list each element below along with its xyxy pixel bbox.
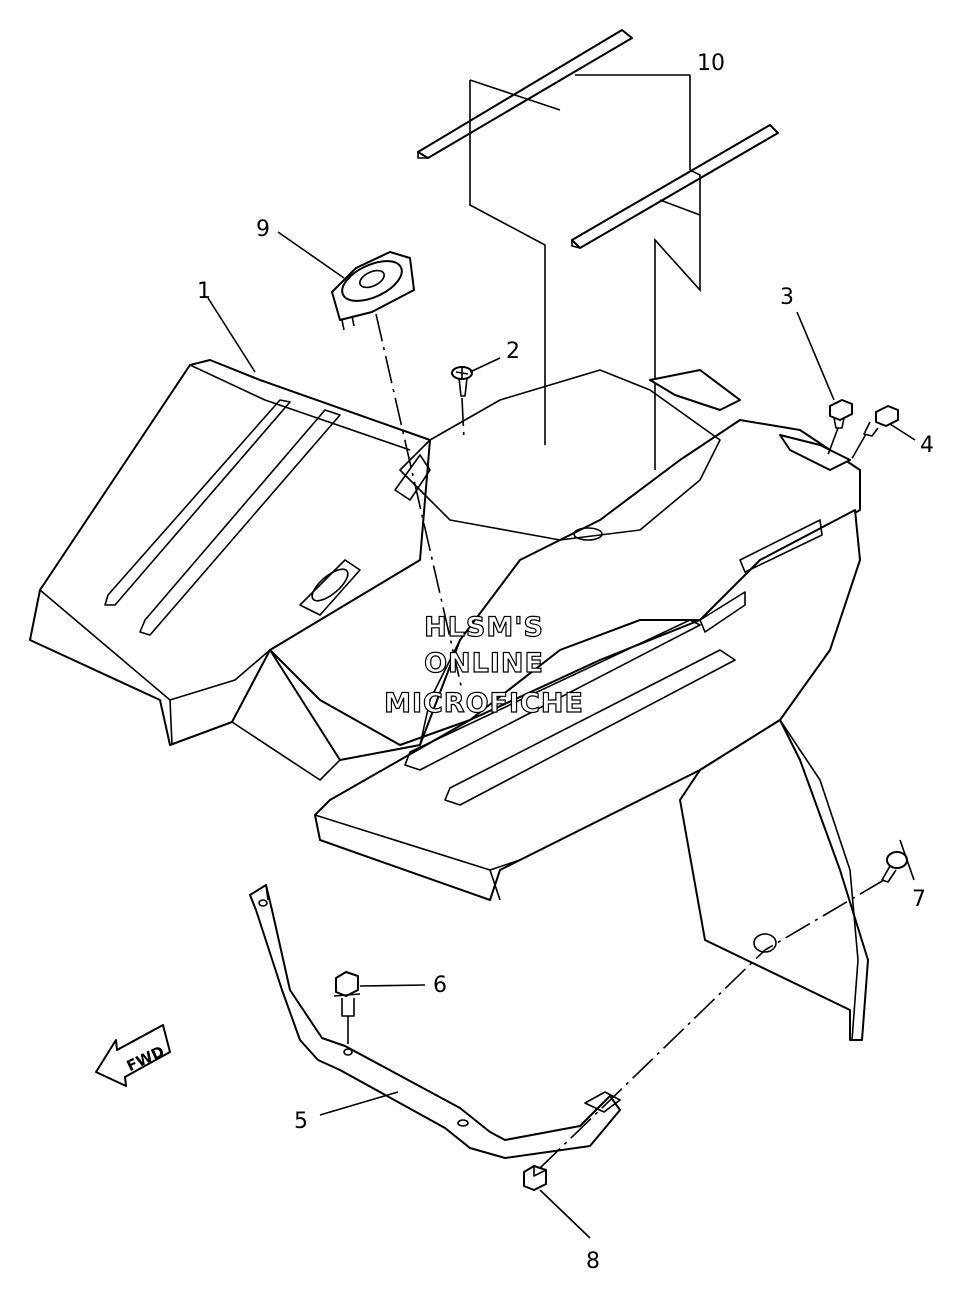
nut-8[interactable] xyxy=(523,1165,547,1191)
assembly-line-cap xyxy=(375,313,463,691)
seal-strip-lower[interactable] xyxy=(571,124,779,249)
rear-fender[interactable] xyxy=(29,359,869,1041)
seal-strip-upper[interactable] xyxy=(417,29,633,159)
leader-9 xyxy=(277,231,345,279)
bolt-6[interactable] xyxy=(333,971,361,1017)
watermark-line-2: ONLINE xyxy=(424,648,544,679)
leader-6 xyxy=(359,984,426,987)
grommet-hole xyxy=(753,933,777,953)
leader-7 xyxy=(899,839,915,881)
bolt-3[interactable] xyxy=(829,399,853,429)
callout-5: 5 xyxy=(294,1109,308,1134)
fender-cap[interactable] xyxy=(331,251,415,331)
assembly-line-bolt-4 xyxy=(849,433,867,463)
watermark-line-3: MICROFICHE xyxy=(384,688,584,719)
assembly-line-screw-2 xyxy=(461,397,465,441)
callout-8: 8 xyxy=(586,1249,600,1274)
callout-10: 10 xyxy=(697,51,725,76)
callout-9: 9 xyxy=(256,217,270,242)
callout-7: 7 xyxy=(912,887,926,912)
screw-2[interactable] xyxy=(451,366,473,397)
screw-7[interactable] xyxy=(881,851,908,883)
strip-location-line-right xyxy=(654,169,701,470)
bolt-4[interactable] xyxy=(863,405,899,437)
leader-4 xyxy=(889,423,916,441)
leader-8 xyxy=(539,1189,591,1239)
callout-6: 6 xyxy=(433,973,447,998)
fwd-arrow-icon: FWD xyxy=(95,1024,171,1087)
watermark: HLSM'S ONLINE MICROFICHE xyxy=(383,611,584,719)
callout-2: 2 xyxy=(506,339,520,364)
assembly-line-bolt-3 xyxy=(825,427,839,461)
leader-3 xyxy=(796,311,835,401)
leader-10 xyxy=(575,74,691,170)
assembly-line-nut-8 xyxy=(539,949,766,1169)
leader-1 xyxy=(207,297,256,373)
strip-location-line-left xyxy=(469,80,546,445)
callout-1: 1 xyxy=(197,279,211,304)
leader-5 xyxy=(319,1091,399,1116)
leader-2 xyxy=(469,357,501,373)
fender-stay[interactable] xyxy=(249,884,621,1159)
callout-3: 3 xyxy=(780,285,794,310)
callout-4: 4 xyxy=(920,433,934,458)
watermark-line-1: HLSM'S xyxy=(424,612,544,643)
assembly-line-screw-7 xyxy=(764,879,885,951)
